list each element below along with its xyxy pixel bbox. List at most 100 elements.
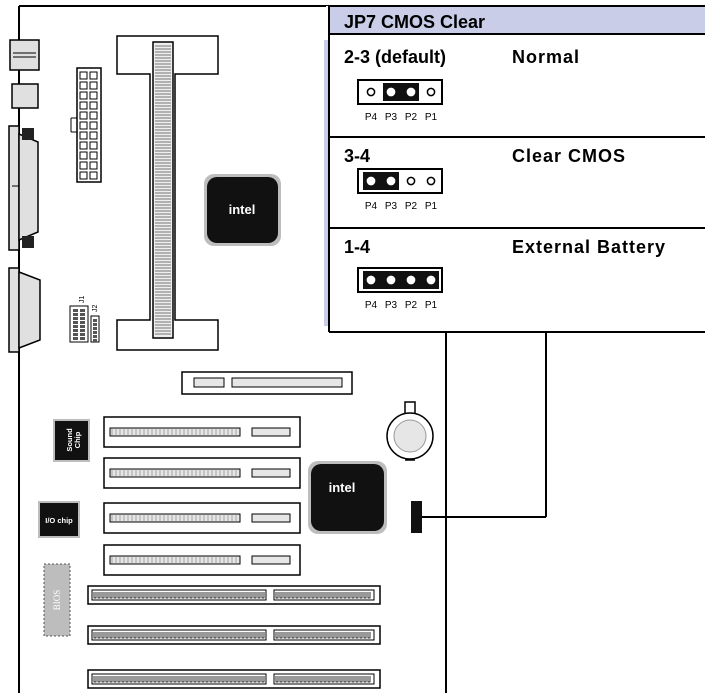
pin-label: P3 — [385, 112, 398, 123]
atx-pin — [89, 161, 98, 170]
atx-power-pins — [79, 71, 98, 180]
pci-slot — [103, 416, 301, 448]
atx-pin — [89, 81, 98, 90]
jumper-pin — [366, 275, 376, 285]
j2-pin — [93, 323, 97, 326]
j1-pin — [73, 313, 78, 316]
atx-pin — [89, 171, 98, 180]
cpu-chip: intel — [204, 174, 281, 246]
j1-pin — [73, 329, 78, 332]
atx-pin — [79, 151, 88, 160]
panel-title-bar — [330, 6, 705, 34]
atx-pin — [89, 131, 98, 140]
jp7-jumper-onboard — [411, 332, 547, 533]
jumper-pin — [386, 176, 396, 186]
j2-pin — [93, 331, 97, 334]
j1-pin — [80, 329, 85, 332]
bios-chip: BIOS — [43, 563, 71, 637]
pin-label: P1 — [425, 201, 438, 212]
atx-pin — [89, 101, 98, 110]
pci-slot — [103, 457, 301, 489]
atx-pin — [79, 131, 88, 140]
jumper-pin — [426, 275, 436, 285]
panel-title: JP7 CMOS Clear — [344, 12, 485, 32]
serial-port-connector — [8, 125, 39, 251]
sound-chip-label-2: Chip — [73, 431, 82, 448]
pci-slots — [103, 416, 301, 576]
jumper-pin — [366, 176, 376, 186]
j1-label: J1 — [79, 296, 86, 304]
atx-pin — [79, 111, 88, 120]
jumper-pin — [406, 87, 416, 97]
j2-pin — [93, 327, 97, 330]
atx-pin — [79, 121, 88, 130]
pin-label: P4 — [365, 112, 378, 123]
io-chip: I/O chip — [38, 501, 80, 538]
j1-pin — [73, 333, 78, 336]
setting-function-clear-cmos: Clear CMOS — [512, 146, 626, 166]
setting-function-external-battery: External Battery — [512, 237, 666, 257]
io-chip-label: I/O chip — [45, 516, 73, 525]
atx-pin — [89, 111, 98, 120]
isa-slot — [87, 669, 381, 689]
atx-pin — [89, 71, 98, 80]
j1-pin — [73, 321, 78, 324]
atx-pin — [89, 141, 98, 150]
battery-icon — [386, 401, 434, 461]
atx-pin — [79, 71, 88, 80]
sound-chip-label: Sound — [65, 428, 74, 452]
pin-label: P2 — [405, 112, 418, 123]
jumper-pin — [386, 275, 396, 285]
jumper-diagram-clear-cmos: P4 P3 P2 P1 — [357, 168, 443, 212]
atx-pin — [79, 171, 88, 180]
j1-pin — [73, 309, 78, 312]
j2-pin — [93, 319, 97, 322]
atx-pin — [89, 121, 98, 130]
pci-slot — [103, 544, 301, 576]
j2-label: J2 — [92, 305, 99, 313]
jumper-diagram-normal: P4 P3 P2 P1 — [357, 79, 443, 123]
isa-slot — [87, 585, 381, 605]
chipset-chip: intel — [308, 461, 387, 534]
j1-pin — [73, 325, 78, 328]
pin-label: P4 — [365, 201, 378, 212]
setting-label-clear-jumper: 3-4 — [344, 146, 370, 166]
j1-pin — [80, 309, 85, 312]
parallel-port-connector — [8, 267, 41, 353]
atx-pin — [79, 141, 88, 150]
atx-pin — [79, 81, 88, 90]
cpu-logo-text: intel — [229, 202, 256, 217]
setting-function-normal: Normal — [512, 47, 580, 67]
pin-label: P2 — [405, 201, 418, 212]
isa-slots — [87, 585, 381, 689]
j1-pin — [73, 337, 78, 340]
pin-label: P3 — [385, 201, 398, 212]
pci-slot — [103, 502, 301, 534]
atx-pin — [79, 161, 88, 170]
atx-pin — [79, 91, 88, 100]
agp-slot — [181, 371, 353, 395]
j1-pin — [80, 317, 85, 320]
rear-ps2-connector — [11, 83, 39, 109]
setting-label-battery-jumper: 1-4 — [344, 237, 370, 257]
bios-label: BIOS — [52, 590, 62, 611]
pin-label: P1 — [425, 112, 438, 123]
jumper-pin — [406, 275, 416, 285]
jumper-cap — [363, 271, 439, 289]
jumper-cap — [363, 172, 399, 190]
setting-label-normal-jumper: 2-3 (default) — [344, 47, 446, 67]
sound-chip: Sound Chip — [53, 419, 90, 462]
atx-pin — [89, 91, 98, 100]
j1-pin — [80, 325, 85, 328]
j2-pin — [93, 339, 97, 342]
atx-pin — [89, 151, 98, 160]
pin-label: P4 — [365, 300, 378, 311]
j1-pin — [80, 337, 85, 340]
rear-usb-connector — [9, 39, 40, 71]
chipset-logo-text: intel — [329, 480, 356, 495]
j1-pin — [80, 313, 85, 316]
cpu-slot-pins — [155, 45, 171, 335]
j1-pin — [73, 317, 78, 320]
